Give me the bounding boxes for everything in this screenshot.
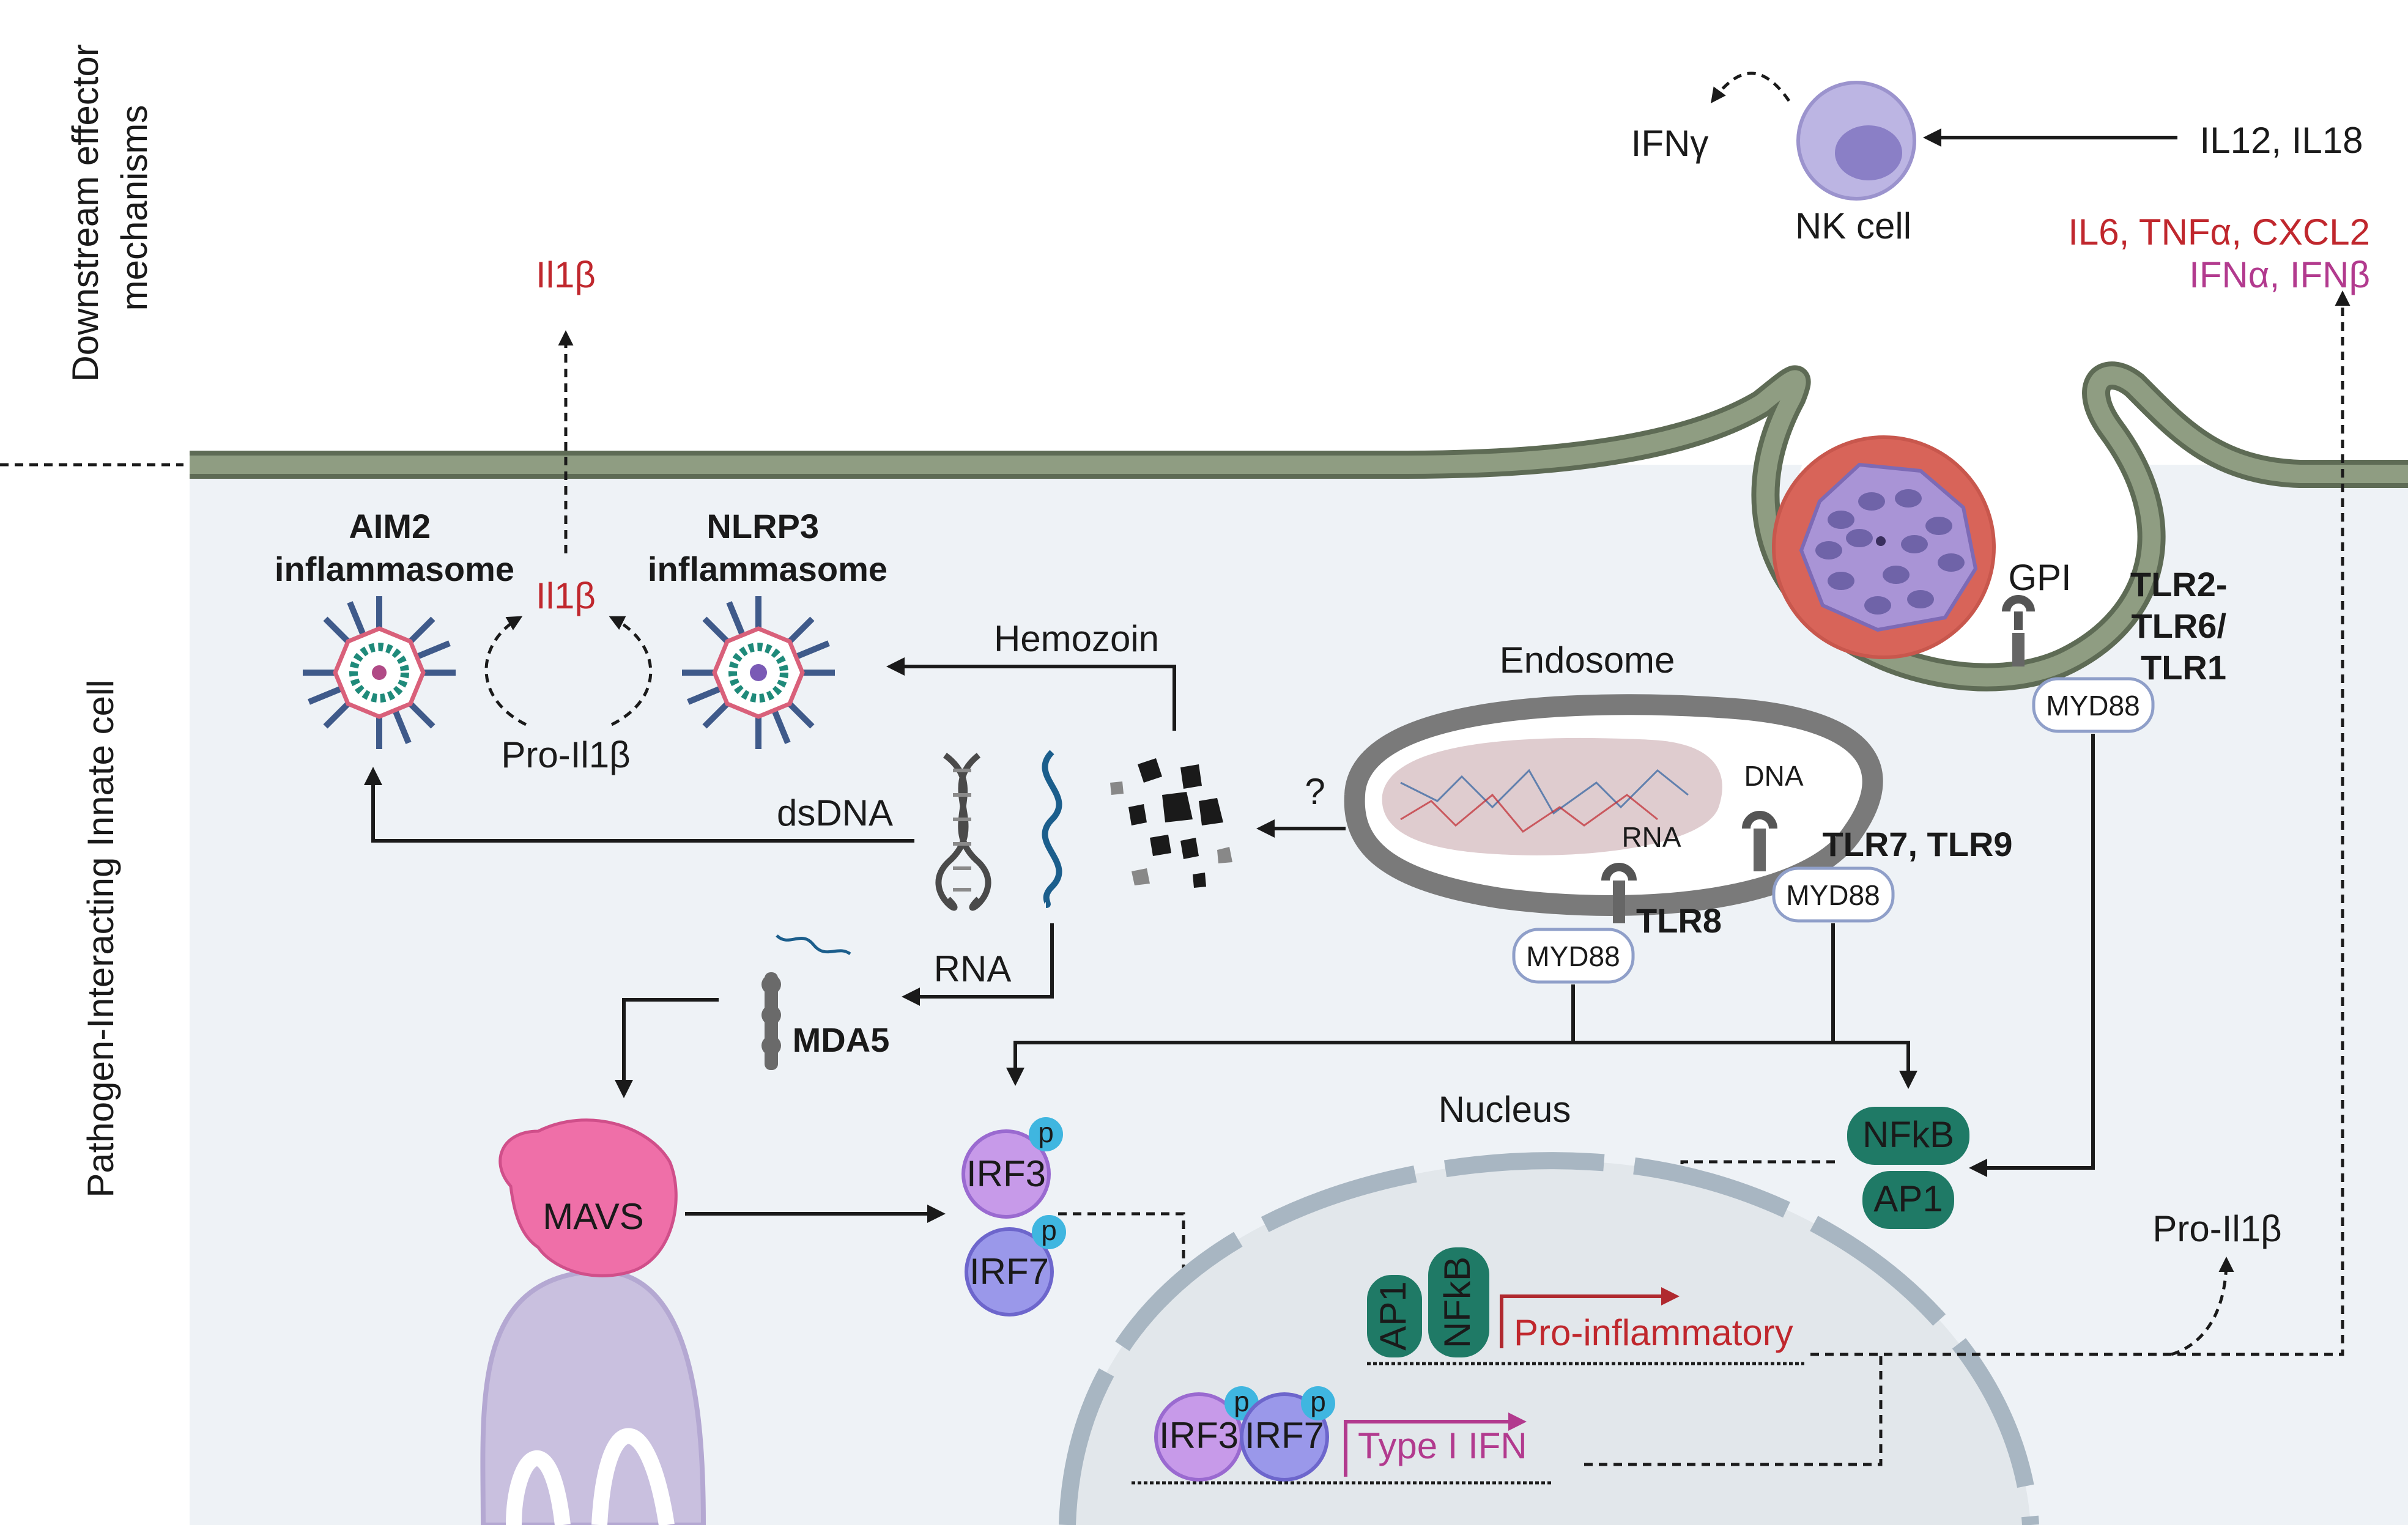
- ifng-label: IFNγ: [1631, 123, 1709, 164]
- il12-il18-label: IL12, IL18: [2200, 120, 2363, 161]
- svg-text:NFkB: NFkB: [1862, 1114, 1954, 1155]
- hemozoin-arrow: [886, 657, 1176, 731]
- pro-il1b-right-arc: [609, 616, 653, 726]
- nlrp3-inflammasome-icon: [682, 596, 835, 749]
- myd88-to-irf-arrow: [1006, 1041, 1908, 1086]
- gpi-label: GPI: [2008, 557, 2071, 598]
- pro-il1b-output-arrow: [2171, 1257, 2234, 1356]
- nucleus-title: Nucleus: [1439, 1089, 1571, 1130]
- myd88-to-nfkb-arrow: [1833, 1041, 1917, 1089]
- type1-ifn-output-arrow: [1584, 1354, 1883, 1466]
- ifng-arrow: [1711, 72, 1791, 104]
- irf3-cytosol: IRF3 p: [961, 1117, 1063, 1219]
- tlr7-tlr9-receptor: [1742, 811, 1777, 871]
- irf7-nuclear: IRF7 p: [1240, 1386, 1335, 1482]
- pro-inflammatory-promoter-arrow: [1500, 1287, 1680, 1348]
- aim2-inflammasome-icon: [303, 596, 456, 749]
- svg-text:MYD88: MYD88: [1526, 940, 1620, 972]
- svg-text:p: p: [1310, 1386, 1326, 1417]
- pro-inflammatory-label: Pro-inflammatory: [1514, 1312, 1793, 1353]
- myd88-tlr7-9: MYD88: [1772, 866, 1895, 923]
- cytokines-red: IL6, TNFα, CXCL2: [2068, 212, 2370, 253]
- tlr8-label: TLR8: [1636, 901, 1722, 940]
- endosome-title: Endosome: [1500, 640, 1675, 681]
- nfkb-cytosol: NFkB: [1847, 1107, 1969, 1165]
- myd88-tlr8: MYD88: [1512, 928, 1635, 984]
- svg-text:MYD88: MYD88: [1786, 879, 1880, 911]
- pro-il1b-cytosol-label: Pro-Il1β: [2152, 1208, 2281, 1249]
- downstream-label: Downstream effector mechanisms: [65, 34, 155, 382]
- mda5-receptor-icon: [761, 934, 851, 1070]
- svg-text:IRF7: IRF7: [969, 1251, 1049, 1292]
- svg-text:p: p: [1234, 1386, 1250, 1417]
- pro-il1b-left-arc: [484, 616, 527, 726]
- svg-text:AP1: AP1: [1373, 1281, 1413, 1350]
- aim2-label: AIM2 inflammasome: [275, 507, 514, 588]
- endosome-dna-label: DNA: [1744, 760, 1803, 792]
- myd88-surface: MYD88: [2032, 677, 2155, 733]
- nfkb-nuclear: NFkB: [1428, 1247, 1489, 1357]
- svg-text:IRF3: IRF3: [1159, 1415, 1239, 1456]
- svg-text:MYD88: MYD88: [2046, 690, 2139, 722]
- question-label: ?: [1305, 771, 1325, 812]
- tlr2-label: TLR2- TLR6/ TLR1: [2130, 565, 2237, 687]
- svg-text:IRF3: IRF3: [966, 1153, 1046, 1194]
- ap1-nuclear: AP1: [1367, 1275, 1422, 1357]
- hemozoin-label: Hemozoin: [994, 618, 1159, 659]
- dsdna-arrow: [364, 767, 914, 843]
- cytokines-ifn: IFNα, IFNβ: [2189, 254, 2370, 295]
- hemozoin-crystals-icon: [1110, 758, 1232, 888]
- tlr7-tlr9-label: TLR7, TLR9: [1822, 825, 2012, 863]
- nlrp3-label: NLRP3 inflammasome: [648, 507, 887, 588]
- type1-ifn-label: Type I IFN: [1358, 1425, 1527, 1466]
- rna-ligand-label: RNA: [934, 948, 1012, 989]
- ap1-cytosol: AP1: [1862, 1171, 1954, 1229]
- type1-ifn-promoter-arrow: [1344, 1412, 1527, 1477]
- dsdna-label: dsDNA: [777, 792, 893, 833]
- svg-text:p: p: [1038, 1117, 1054, 1148]
- endosome-rna-label: RNA: [1621, 821, 1681, 853]
- nfkb-to-nucleus-arrow: [1674, 1160, 1835, 1238]
- mda5-label: MDA5: [793, 1021, 890, 1059]
- endosome: [1344, 694, 1883, 916]
- tlr8-receptor: [1601, 863, 1637, 923]
- irf3-nuclear: IRF3 p: [1154, 1386, 1259, 1482]
- mavs-protein: MAVS: [498, 1118, 678, 1277]
- pro-il1b-label: Pro-Il1β: [501, 734, 630, 775]
- rna-to-mda5-arrow: [902, 923, 1054, 1006]
- svg-text:MAVS: MAVS: [543, 1196, 644, 1237]
- innate-cell-label: Pathogen-Interacting Innate cell: [80, 679, 121, 1197]
- nk-cell-label: NK cell: [1795, 205, 1911, 246]
- svg-text:AP1: AP1: [1873, 1178, 1943, 1219]
- svg-text:p: p: [1041, 1214, 1057, 1246]
- gpi-receptor: [2002, 595, 2035, 666]
- il1b-top-label: Il1β: [536, 254, 596, 295]
- irf7-cytosol: IRF7 p: [965, 1214, 1066, 1316]
- pro-inflammatory-output-arrow: [1810, 290, 2351, 1356]
- nk-cell: [1796, 81, 1916, 201]
- mda5-to-mavs-arrow: [615, 998, 719, 1098]
- dna-helix-icon: [935, 752, 991, 911]
- tlr2-to-nfkb-arrow: [1969, 734, 2095, 1177]
- svg-text:IRF7: IRF7: [1245, 1415, 1324, 1456]
- svg-text:NFkB: NFkB: [1437, 1257, 1478, 1348]
- il1b-inner-label: Il1β: [536, 575, 596, 616]
- parasite-infected-rbc: [1772, 435, 1996, 659]
- rna-strand-icon: [1042, 750, 1062, 908]
